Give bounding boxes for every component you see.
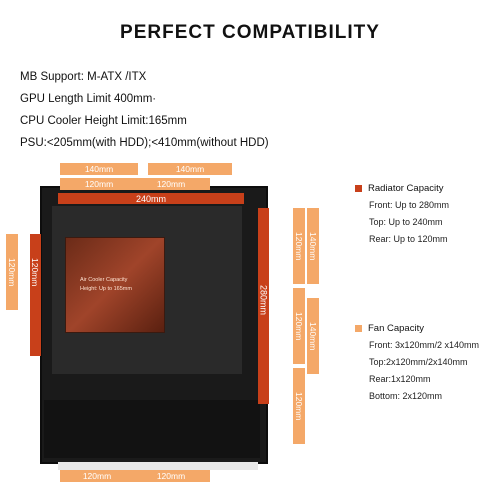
fan-legend: Fan Capacity Front: 3x120mm/2 x140mm Top… — [355, 320, 479, 405]
dim-front-280: 280mm — [258, 284, 269, 315]
spec-gpu: GPU Length Limit 400mm· — [20, 93, 157, 105]
dim-top-140a: 140mm — [60, 163, 138, 175]
radiator-swatch — [355, 184, 362, 192]
rear-radiator-bar — [30, 234, 41, 356]
dim-top-120b: 120mm — [132, 178, 210, 190]
dim-side-120c: 120mm — [293, 368, 305, 444]
spec-list: MB Support: M-ATX /ITX GPU Length Limit … — [20, 66, 269, 154]
fan-rear: Rear:1x120mm — [369, 374, 431, 384]
radiator-top: Top: Up to 240mm — [369, 217, 443, 227]
top-radiator-bar — [58, 193, 244, 204]
air-cooler-label: Air Cooler Capacity Height: Up to 165mm — [80, 276, 132, 294]
case-feet — [58, 462, 258, 470]
front-radiator-bar — [258, 208, 269, 404]
radiator-front: Front: Up to 280mm — [369, 200, 450, 210]
spec-mb: MB Support: M-ATX /ITX — [20, 71, 147, 83]
dim-side-140b: 140mm — [307, 298, 319, 374]
fan-heading: Fan Capacity — [368, 323, 424, 334]
fan-bottom: Bottom: 2x120mm — [369, 391, 443, 401]
dim-left-120b: 120mm — [30, 257, 40, 287]
dim-bottom-120b: 120mm — [132, 470, 210, 482]
dim-top-120a: 120mm — [60, 178, 138, 190]
fan-top: Top:2x120mm/2x140mm — [369, 357, 468, 367]
air-cooler-zone — [65, 237, 165, 333]
radiator-rear: Rear: Up to 120mm — [369, 234, 448, 244]
psu-shroud — [44, 400, 260, 458]
dim-top-240: 240mm — [135, 193, 166, 204]
dim-top-140b: 140mm — [148, 163, 232, 175]
radiator-legend: Radiator Capacity Front: Up to 280mm Top… — [355, 180, 449, 248]
dim-side-120b: 120mm — [293, 288, 305, 364]
dim-side-120a: 120mm — [293, 208, 305, 284]
page-title: PERFECT COMPATIBILITY — [120, 22, 380, 43]
air-cooler-line2: Height: Up to 165mm — [80, 286, 132, 292]
dim-left-120a: 120mm — [6, 234, 18, 310]
fan-swatch — [355, 324, 362, 332]
radiator-heading: Radiator Capacity — [368, 183, 444, 194]
spec-psu: PSU:<205mm(with HDD);<410mm(without HDD) — [20, 137, 269, 149]
fan-front: Front: 3x120mm/2 x140mm — [369, 340, 480, 350]
spec-cpu-cooler: CPU Cooler Height Limit:165mm — [20, 115, 187, 127]
dim-side-140a: 140mm — [307, 208, 319, 284]
dim-bottom-120a: 120mm — [60, 470, 134, 482]
air-cooler-line1: Air Cooler Capacity — [80, 277, 128, 283]
